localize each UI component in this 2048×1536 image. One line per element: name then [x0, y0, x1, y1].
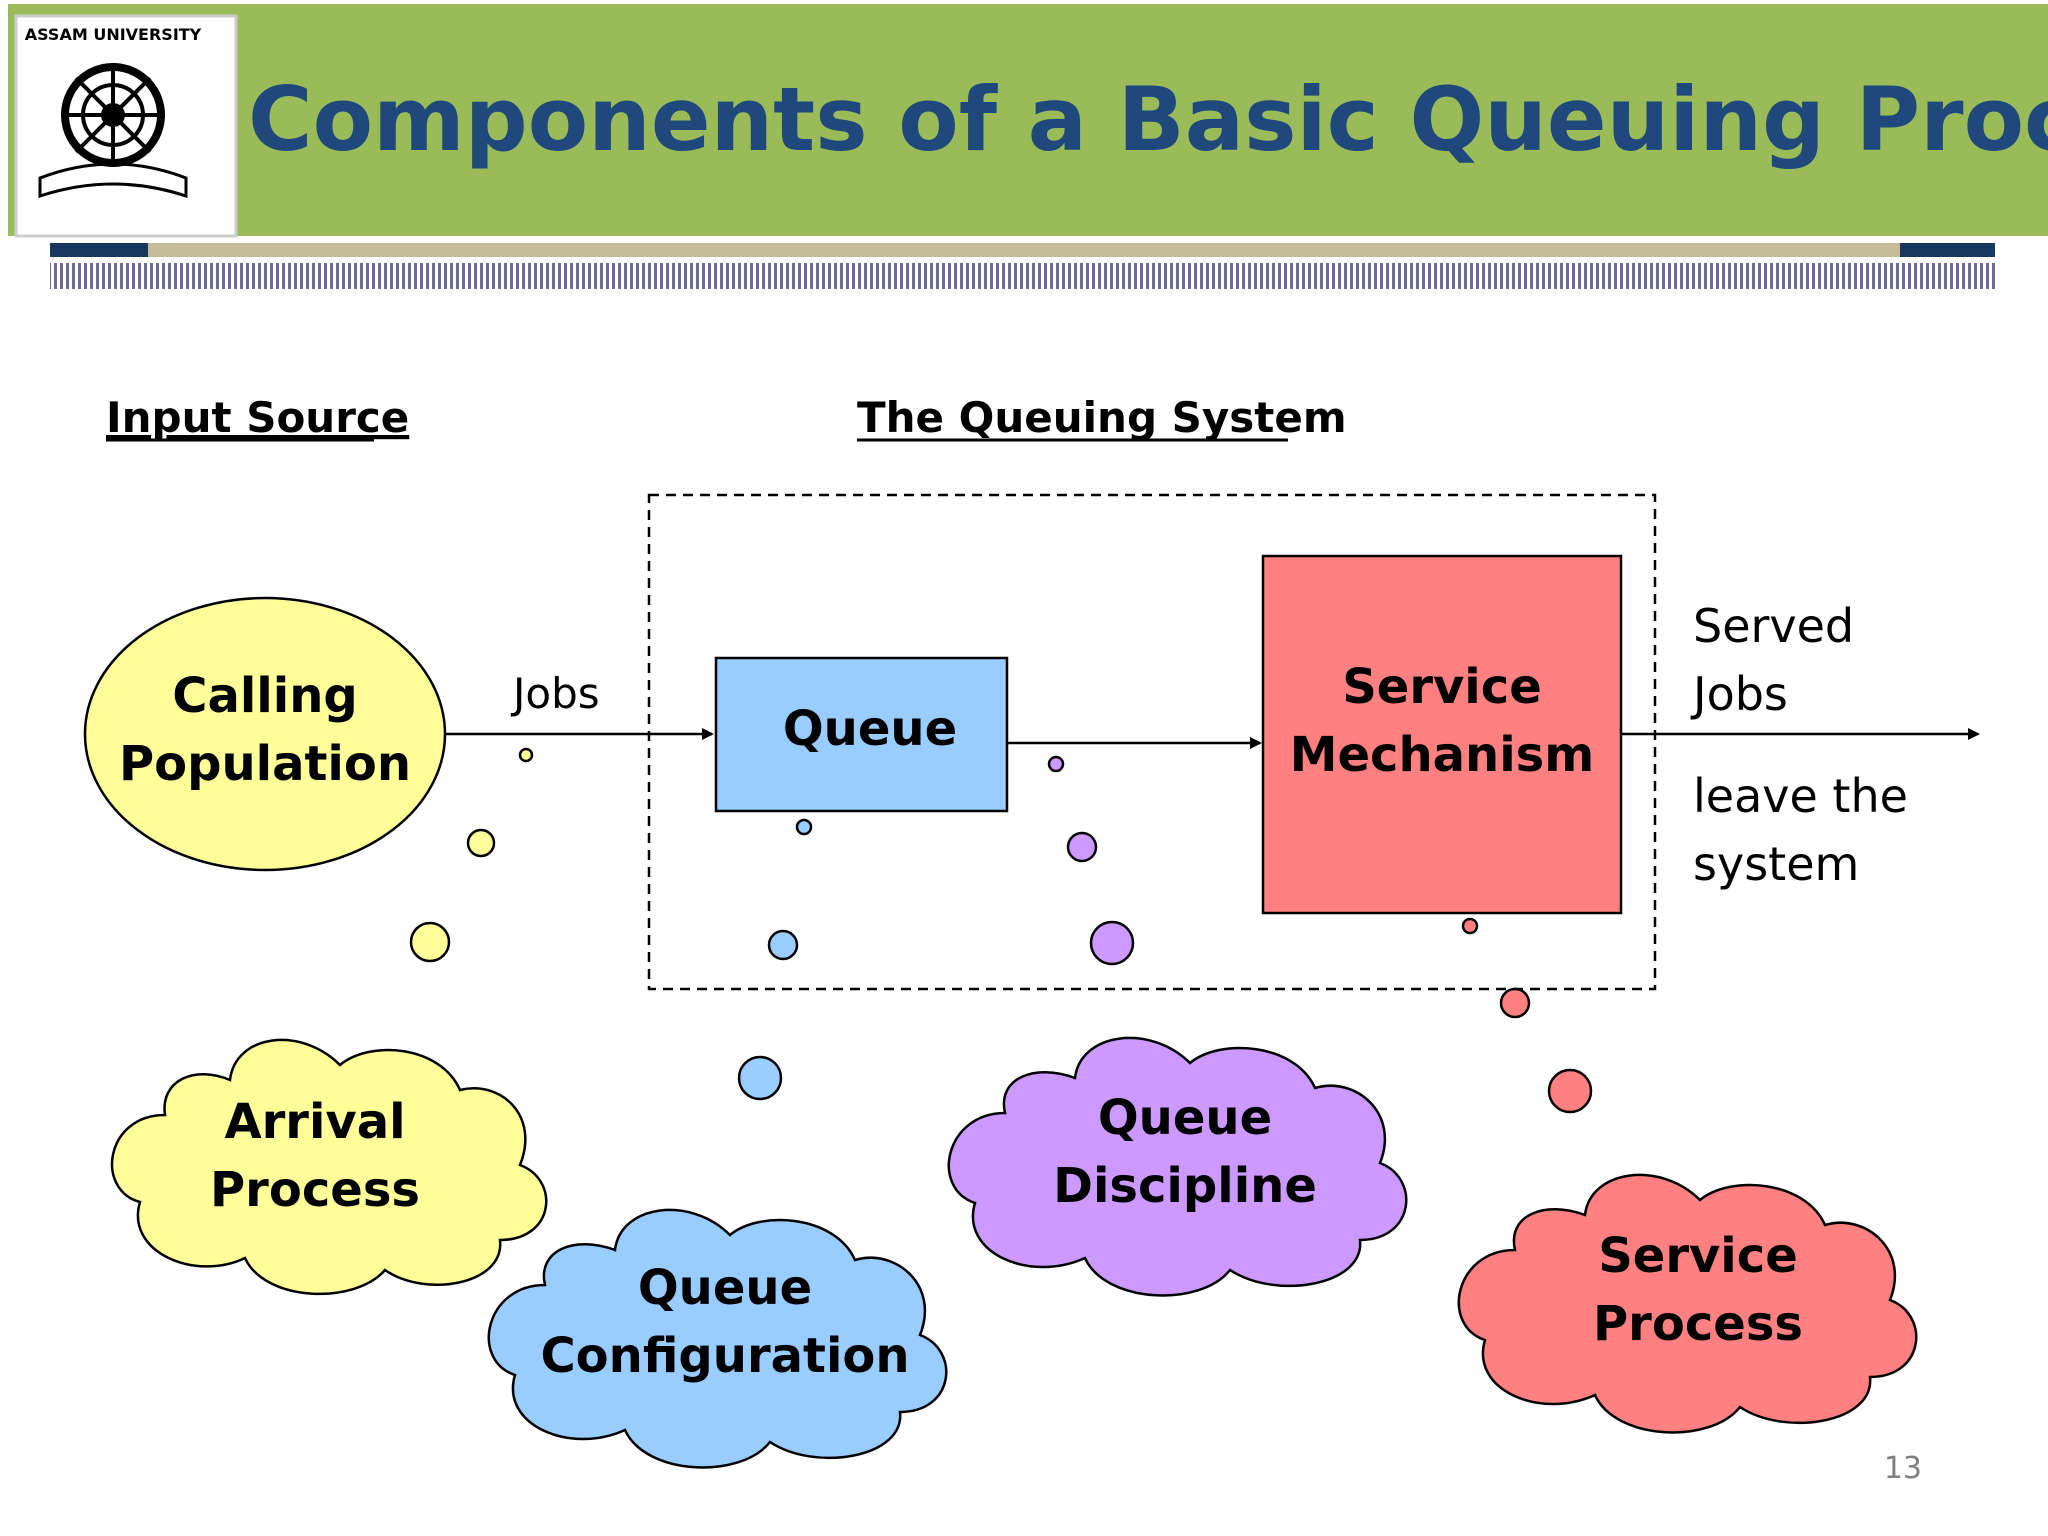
queue-discipline-label-2: Discipline [1053, 1158, 1317, 1214]
arrival-process-cloud: Arrival Process [110, 1038, 548, 1296]
bubble-purple [1089, 920, 1135, 966]
service-process-label-2: Process [1593, 1296, 1803, 1352]
queue-discipline-cloud: Queue Discipline [947, 1036, 1408, 1297]
service-process-cloud: Service Process [1457, 1173, 1918, 1434]
queue-configuration-label-1: Queue [638, 1260, 812, 1316]
calling-population-label-1: Calling [172, 668, 358, 724]
queuing-system-boundary [647, 493, 1657, 991]
queue-label: Queue [783, 701, 957, 757]
service-mechanism-label-1: Service [1342, 659, 1542, 715]
stripe-navy-right [1900, 243, 1995, 257]
queue-configuration-cloud: Queue Configuration [487, 1208, 948, 1469]
served-jobs-line-1: Served [1693, 599, 1854, 653]
header-band [8, 4, 2048, 236]
bubble-yellow [409, 921, 451, 963]
leave-system-line-1: leave the [1693, 769, 1908, 823]
bubble-blue [737, 1055, 783, 1101]
slide-title: Components of a Basic Queuing Process [248, 68, 2048, 171]
bubble-red [1547, 1068, 1593, 1114]
bubble-red [1461, 917, 1479, 935]
bubble-purple [1066, 831, 1098, 863]
served-jobs-line-2: Jobs [1690, 667, 1788, 721]
queuing-system-heading: The Queuing System [857, 393, 1347, 442]
service-mechanism-label-2: Mechanism [1290, 727, 1595, 783]
bubble-blue [795, 818, 813, 836]
arrival-process-label-2: Process [210, 1162, 420, 1218]
university-logo: ASSAM UNIVERSITY [14, 14, 238, 238]
stripe-tan [50, 243, 1995, 257]
bubble-yellow [466, 828, 496, 858]
jobs-label: Jobs [510, 669, 600, 718]
calling-population-label-2: Population [119, 736, 411, 792]
stripe-navy-left [50, 243, 148, 257]
input-source-heading: Input Source [106, 393, 409, 442]
leave-system-line-2: system [1693, 837, 1859, 891]
queue-node [714, 656, 1009, 813]
service-mechanism-node [1261, 554, 1623, 915]
bubble-purple [1047, 755, 1065, 773]
page-number: 13 [1884, 1451, 1922, 1486]
queue-discipline-label-1: Queue [1098, 1090, 1272, 1146]
bubble-yellow [518, 747, 534, 763]
queue-configuration-label-2: Configuration [540, 1328, 909, 1384]
arrival-process-label-1: Arrival [224, 1094, 405, 1150]
stripe-dashed [50, 263, 1995, 289]
bubble-red [1499, 987, 1531, 1019]
svg-text:ASSAM UNIVERSITY: ASSAM UNIVERSITY [25, 25, 202, 44]
service-process-label-1: Service [1598, 1228, 1798, 1284]
bubble-blue [767, 929, 799, 961]
thought-bubbles [409, 747, 1593, 1114]
calling-population-node [83, 596, 447, 872]
